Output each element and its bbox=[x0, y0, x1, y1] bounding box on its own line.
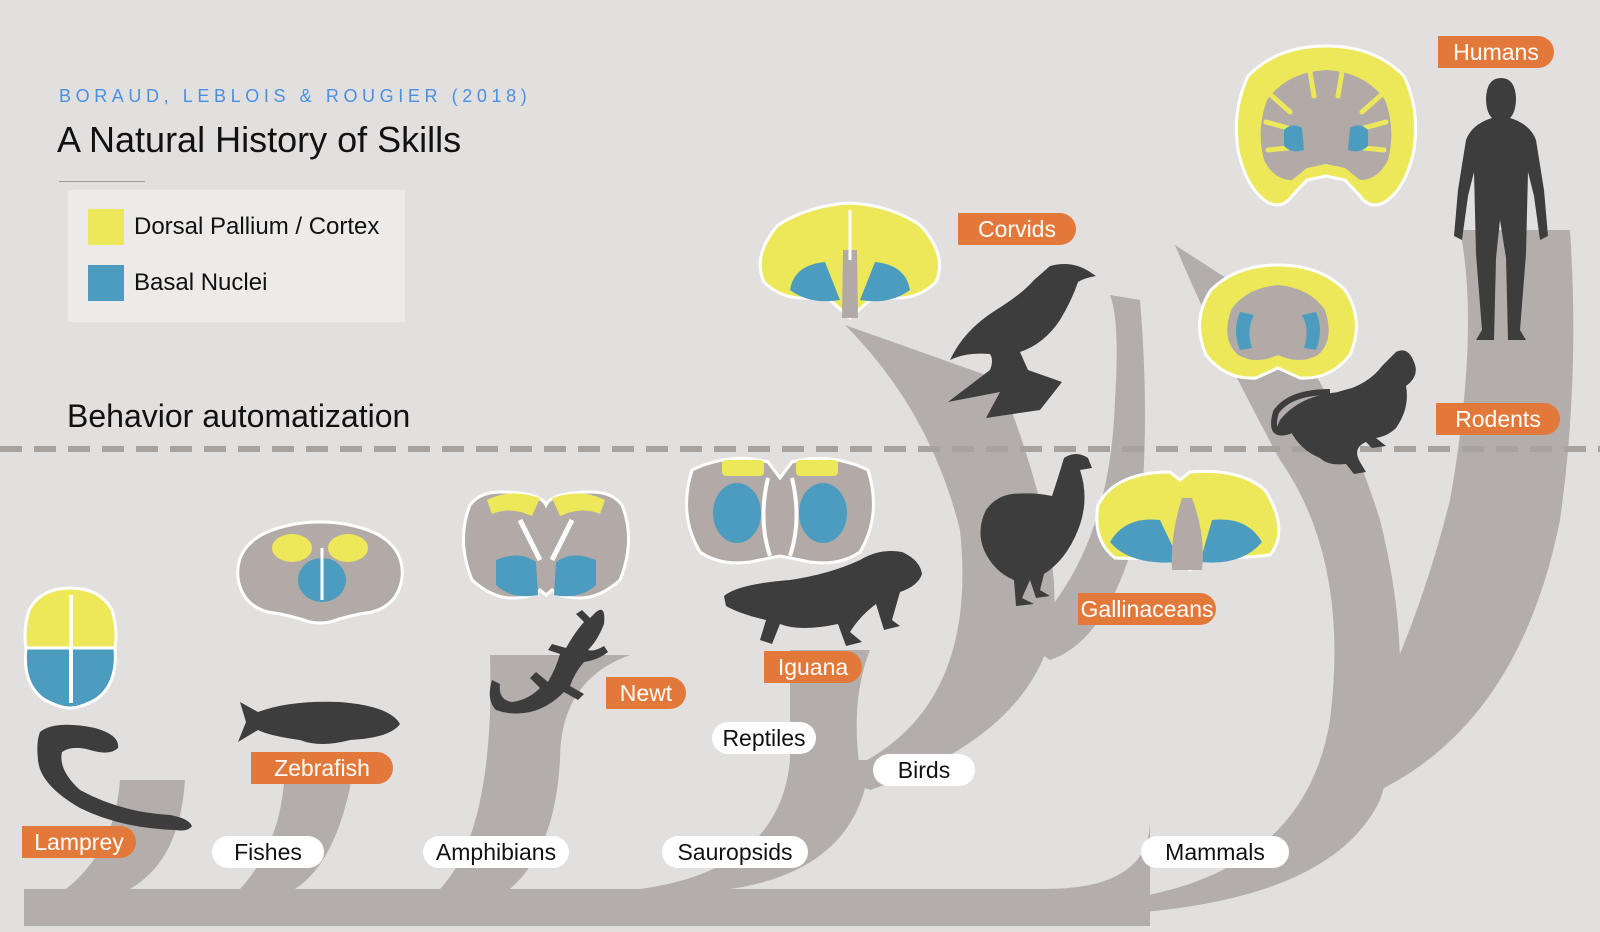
legend-label: Basal Nuclei bbox=[134, 269, 268, 296]
brain-iguana bbox=[685, 456, 875, 565]
species-tag-zebrafish: Zebrafish bbox=[251, 752, 393, 784]
clade-label-mammals: Mammals bbox=[1141, 836, 1289, 868]
sauropsids-branch bbox=[640, 760, 870, 889]
amphibians-branch bbox=[440, 655, 630, 889]
clade-label-fishes: Fishes bbox=[212, 836, 324, 868]
brain-rodents bbox=[1198, 263, 1358, 380]
brain-zebrafish bbox=[236, 520, 404, 625]
clade-label-amphibians: Amphibians bbox=[423, 836, 569, 868]
credit-line: BORAUD, LEBLOIS & ROUGIER (2018) bbox=[59, 86, 532, 106]
hen-silhouette bbox=[980, 454, 1092, 606]
clade-label-reptiles: Reptiles bbox=[712, 722, 816, 754]
rat-tail bbox=[1271, 389, 1331, 436]
brain-lamprey bbox=[23, 586, 118, 710]
clade-label-birds: Birds bbox=[873, 754, 975, 786]
species-tag-iguana: Iguana bbox=[764, 651, 862, 683]
crow-silhouette bbox=[948, 264, 1096, 418]
rat-silhouette bbox=[1276, 350, 1416, 474]
brain-newt bbox=[461, 490, 631, 600]
threshold-label: Behavior automatization bbox=[67, 398, 411, 434]
brain-humans bbox=[1234, 44, 1418, 207]
legend: Dorsal Pallium / Cortex Basal Nuclei bbox=[68, 190, 405, 322]
legend-item-basal-nuclei: Basal Nuclei bbox=[88, 264, 267, 302]
tree-trunk bbox=[24, 820, 1150, 926]
iguana-silhouette bbox=[724, 551, 922, 646]
species-tag-rodents: Rodents bbox=[1436, 403, 1560, 435]
zebrafish-silhouette bbox=[238, 701, 400, 744]
species-tag-gallinaceans: Gallinaceans bbox=[1078, 593, 1216, 625]
human-silhouette bbox=[1454, 78, 1548, 340]
primates-branch bbox=[1370, 230, 1574, 790]
clade-label-sauropsids: Sauropsids bbox=[662, 836, 808, 868]
newt-silhouette bbox=[489, 609, 608, 714]
page-title: A Natural History of Skills bbox=[57, 119, 462, 160]
legend-item-dorsal-pallium: Dorsal Pallium / Cortex bbox=[88, 208, 379, 246]
species-tag-corvids: Corvids bbox=[958, 213, 1076, 245]
legend-label: Dorsal Pallium / Cortex bbox=[134, 213, 380, 240]
title-divider bbox=[59, 181, 145, 182]
legend-swatch-blue bbox=[88, 265, 124, 301]
legend-swatch-yellow bbox=[88, 209, 124, 245]
brain-gallinaceans bbox=[1095, 469, 1281, 572]
corvids-branch bbox=[1020, 295, 1145, 660]
lamprey-silhouette bbox=[37, 724, 193, 831]
species-tag-humans: Humans bbox=[1438, 36, 1554, 68]
birds-branch bbox=[835, 325, 1055, 790]
brain-corvids bbox=[758, 201, 942, 321]
species-tag-lamprey: Lamprey bbox=[22, 826, 136, 858]
species-tag-newt: Newt bbox=[606, 677, 686, 709]
